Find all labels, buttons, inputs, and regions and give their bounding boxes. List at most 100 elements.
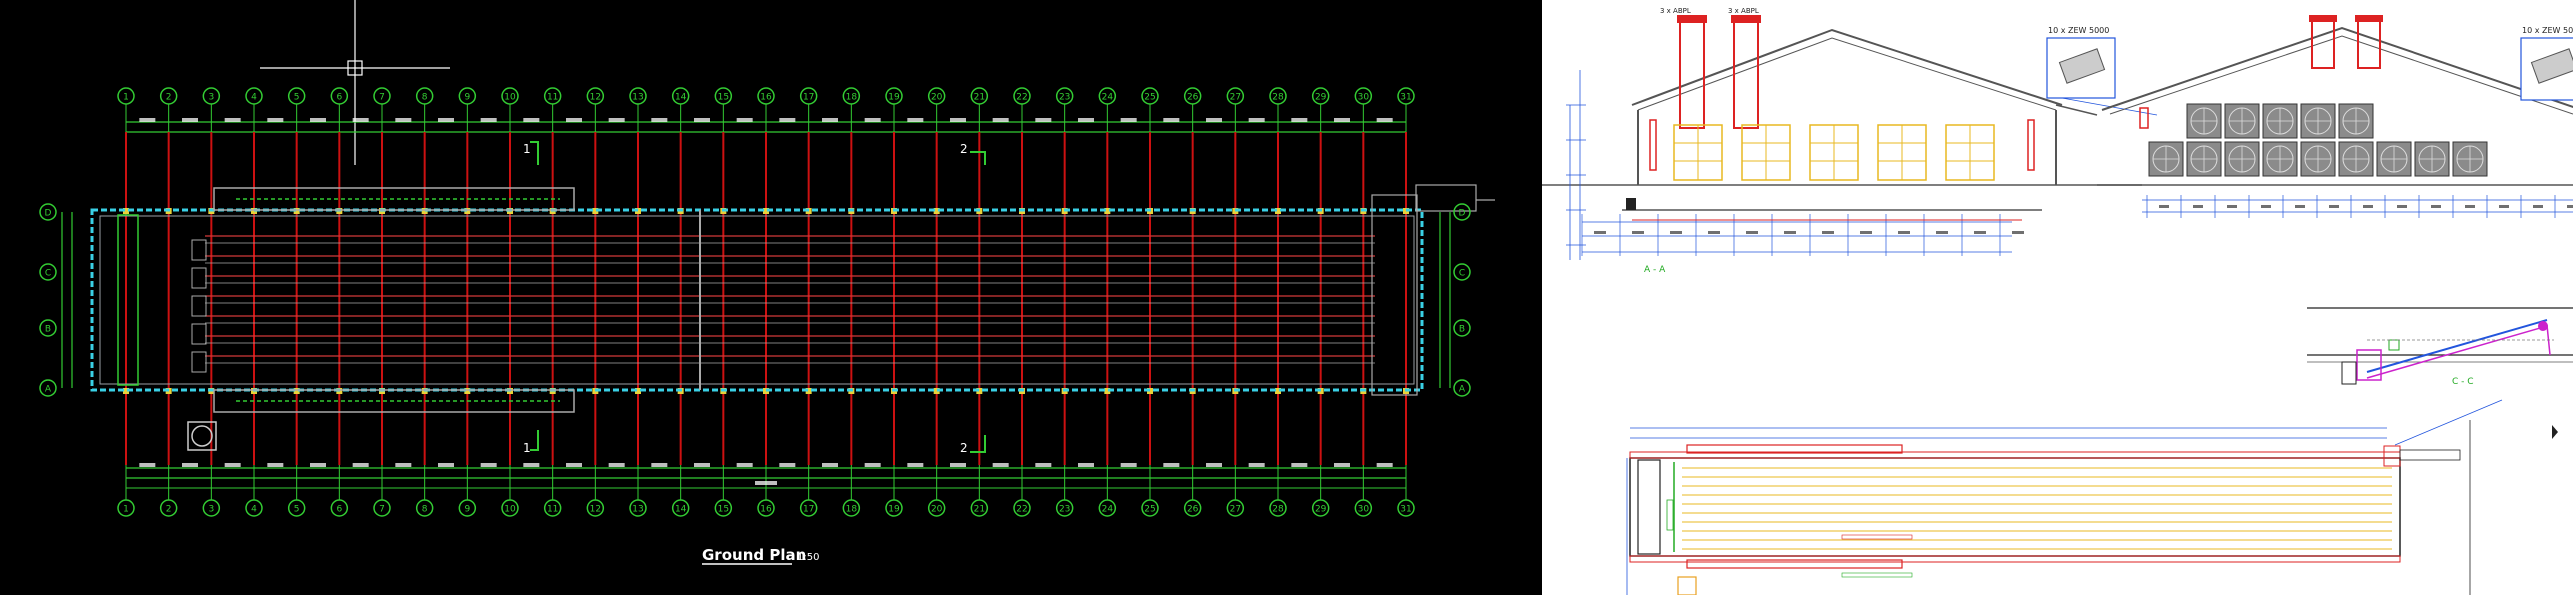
fan-chimney bbox=[1679, 17, 1705, 129]
grid-bubble-number: 6 bbox=[336, 93, 342, 103]
conveyor-rail bbox=[2366, 325, 2548, 379]
dimension-text-mark bbox=[1746, 231, 1758, 234]
row-axis-letter: A bbox=[45, 385, 52, 395]
row-axis-bubble bbox=[39, 379, 57, 397]
end-fan bbox=[191, 323, 207, 345]
grid-bubble-number: 28 bbox=[1272, 93, 1284, 103]
row-axis-bubble bbox=[1453, 203, 1471, 221]
section-a-roof bbox=[1542, 28, 2142, 211]
dimension-text-mark bbox=[2227, 205, 2237, 208]
grid-bubble-number: 15 bbox=[718, 93, 729, 103]
dimension-text-mark bbox=[139, 118, 156, 122]
dimension-text-mark bbox=[1670, 231, 1682, 234]
grid-bubble-number: 5 bbox=[294, 505, 300, 515]
column-base bbox=[293, 388, 300, 394]
conveyor-belt bbox=[2366, 319, 2548, 373]
dimension-text-mark bbox=[1163, 463, 1180, 467]
svg-text:1: 1 bbox=[523, 142, 531, 156]
dimension-text-mark bbox=[139, 463, 156, 467]
plan-red-label bbox=[1841, 534, 1913, 540]
row-axis-bubble bbox=[39, 263, 57, 281]
end-fan bbox=[191, 295, 207, 317]
grid-bubble-number: 4 bbox=[251, 505, 257, 515]
grid-bubble-number: 22 bbox=[1016, 93, 1027, 103]
dimension-text-mark bbox=[1163, 118, 1180, 122]
grid-bubble-number: 15 bbox=[718, 505, 729, 515]
dimension-text-mark bbox=[2295, 205, 2305, 208]
row-axis-bubble bbox=[39, 319, 57, 337]
grid-bubble-number: 17 bbox=[803, 505, 814, 515]
grid-bubble-number: 29 bbox=[1315, 505, 1327, 515]
grid-bubble-number: 21 bbox=[974, 93, 985, 103]
dimension-text-mark bbox=[267, 463, 284, 467]
dimension-text-mark bbox=[2363, 205, 2373, 208]
column-base bbox=[123, 208, 129, 214]
dimension-text-mark bbox=[822, 463, 838, 467]
column-base bbox=[805, 388, 812, 394]
grid-bubble-number: 10 bbox=[504, 93, 516, 103]
dimension-text-mark bbox=[992, 118, 1009, 122]
grid-bubble-number: 2 bbox=[166, 93, 172, 103]
dimension-text-mark bbox=[1376, 463, 1393, 467]
end-fan bbox=[191, 351, 207, 373]
dimension-text-mark bbox=[224, 463, 241, 467]
arrow-head bbox=[2552, 425, 2558, 439]
dimension-text-mark bbox=[1708, 231, 1720, 234]
row-axis-bubble bbox=[39, 203, 57, 221]
grid-bubble-number: 18 bbox=[846, 93, 858, 103]
fan-cap bbox=[2355, 15, 2383, 22]
section-mark-2-bottom: 2 bbox=[960, 435, 986, 455]
fan-cap bbox=[2309, 15, 2337, 22]
plan-green-label-bottom bbox=[1841, 572, 1913, 578]
fan-callout-right: 10 x ZEW 50 bbox=[2520, 26, 2573, 101]
dimension-text-mark bbox=[1035, 463, 1052, 467]
section-a-dimensions bbox=[1566, 70, 2024, 260]
grid-bubble-number: 17 bbox=[803, 93, 814, 103]
annex-top bbox=[1686, 444, 1903, 454]
dimension-text-mark bbox=[224, 118, 241, 122]
row-axis-letter: D bbox=[1459, 209, 1466, 219]
roof-inner bbox=[2109, 35, 2573, 115]
dimension-text-mark bbox=[352, 118, 369, 122]
dimension-text-mark bbox=[1120, 463, 1137, 467]
grid-bubble-number: 23 bbox=[1059, 93, 1070, 103]
column-base bbox=[1275, 208, 1281, 214]
grid-bubble-number: 23 bbox=[1059, 505, 1070, 515]
dimension-text-mark bbox=[779, 118, 796, 122]
fan-chimney bbox=[2311, 17, 2335, 69]
floor-plan-drawing bbox=[1626, 399, 2558, 595]
grid-bubble-number: 11 bbox=[547, 93, 558, 103]
dimension-text-mark bbox=[310, 118, 326, 122]
grid-bubble-number: 18 bbox=[846, 505, 858, 515]
dimension-text-mark bbox=[1632, 231, 1644, 234]
column-base bbox=[464, 388, 471, 394]
dimension-text-mark bbox=[1248, 463, 1265, 467]
outer-wall bbox=[90, 208, 1424, 392]
dimension-text-mark bbox=[1206, 118, 1222, 122]
grid-bubble-number: 1 bbox=[123, 93, 129, 103]
dimension-text-mark bbox=[1594, 231, 1606, 234]
side-annex-bottom bbox=[213, 389, 575, 413]
grid-bubble-number: 16 bbox=[760, 93, 772, 103]
overall-dimension-text bbox=[755, 481, 777, 485]
column-lines bbox=[123, 132, 1409, 465]
callout-left-text: 10 x ZEW 5000 bbox=[2048, 26, 2109, 35]
crosshair-cursor-icon bbox=[260, 0, 450, 165]
section-drawings: 3 x ABPL 3 x ABPL A - A 10 x ZEW 5000 bbox=[1542, 7, 2573, 595]
dimension-text-mark bbox=[907, 118, 924, 122]
dimension-text-mark bbox=[736, 463, 753, 467]
svg-text:1: 1 bbox=[523, 441, 531, 455]
grid-bubble-number: 11 bbox=[547, 505, 558, 515]
grid-bubble-number: 6 bbox=[336, 505, 342, 515]
dimension-text-mark bbox=[267, 118, 284, 122]
drawing-sheet[interactable]: 3 x ABPL 3 x ABPL A - A 10 x ZEW 5000 bbox=[1542, 0, 2573, 595]
grid-bubble-number: 12 bbox=[590, 93, 601, 103]
section-mark-1-bottom: 1 bbox=[523, 430, 539, 455]
dimension-text-mark bbox=[651, 118, 668, 122]
roof-outline bbox=[2101, 26, 2573, 111]
grid-bubble-number: 29 bbox=[1315, 93, 1327, 103]
